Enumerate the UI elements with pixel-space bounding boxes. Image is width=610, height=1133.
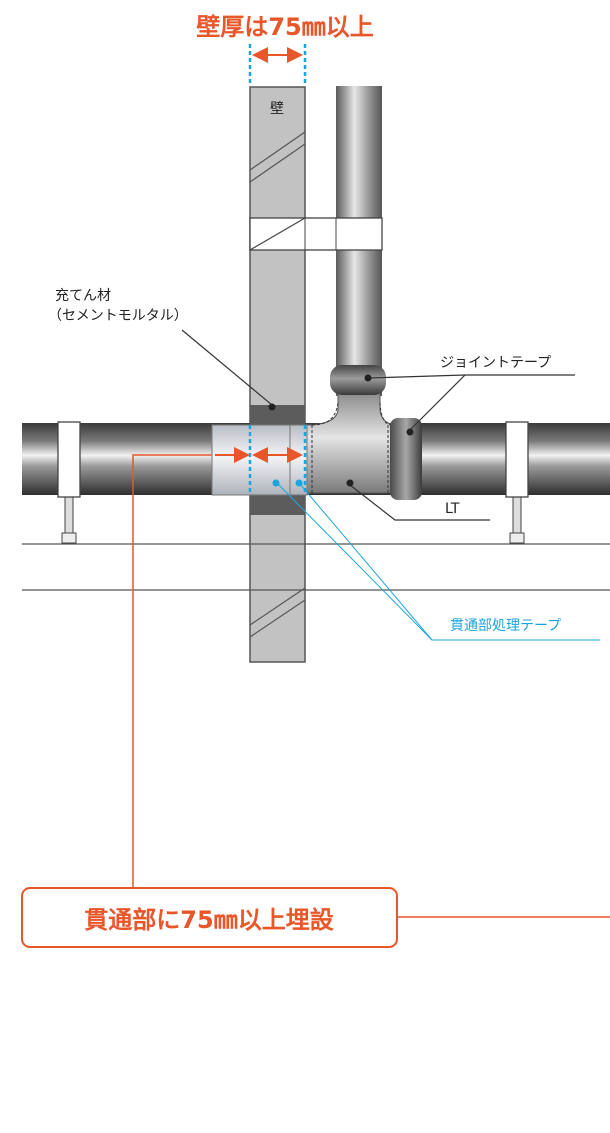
- embed-note-text: 貫通部に75㎜以上埋設: [84, 906, 334, 934]
- filler-label: 充てん材: [55, 288, 111, 304]
- joint-tape-vertical: [330, 365, 386, 395]
- pipe-hanger-left: [61, 494, 77, 544]
- filler-leader: [181, 329, 273, 406]
- pipe-clamp-right: [505, 421, 529, 498]
- filler-top-block: [250, 405, 305, 425]
- penetration-tape-label: 貫通部処理テープ: [450, 618, 561, 634]
- lt-fitting: [304, 391, 399, 494]
- penetration-tape-leader-1: [277, 483, 600, 641]
- title-text: 壁厚は75㎜以上: [196, 13, 373, 41]
- vertical-pipe-band: [249, 217, 383, 251]
- wall-thickness-dimension: [248, 44, 307, 86]
- slab-lines: [22, 543, 610, 591]
- joint-tape-label: ジョイントテープ: [440, 355, 551, 371]
- pipe-clamp-left: [57, 421, 81, 498]
- filler-bottom-block: [250, 495, 305, 515]
- penetration-tape-leader-2: [299, 483, 433, 641]
- wall-label: 壁: [270, 101, 284, 117]
- filler-label-sub: （セメントモルタル）: [48, 308, 188, 324]
- lt-label: LT: [445, 501, 460, 517]
- penetration-tape-wrap: [211, 424, 308, 496]
- embed-note-box: 貫通部に75㎜以上埋設: [21, 887, 398, 948]
- embed-leader-line: [132, 454, 212, 887]
- joint-tape-leader: [369, 374, 575, 379]
- lt-leader: [349, 484, 490, 521]
- joint-tape-horizontal: [390, 418, 422, 500]
- wall: 壁: [249, 86, 306, 663]
- pipe-hanger-right: [509, 494, 525, 544]
